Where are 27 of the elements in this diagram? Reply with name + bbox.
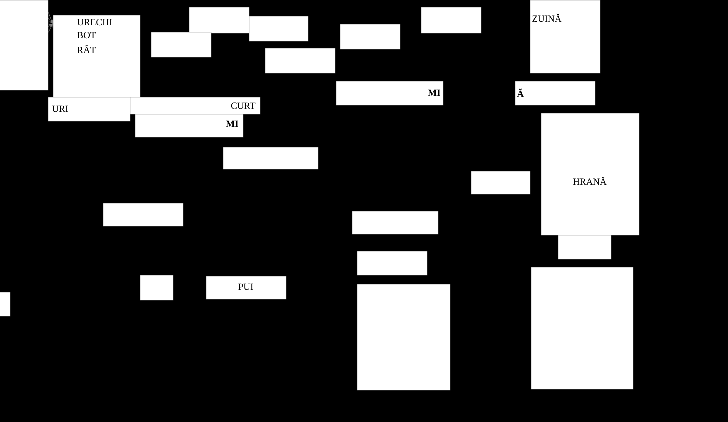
empty-box [558, 234, 612, 260]
empty-box [151, 32, 212, 58]
empty-box [140, 274, 174, 301]
text-box: MI [135, 114, 244, 138]
text-box: URI [48, 97, 131, 122]
empty-box [531, 267, 634, 390]
empty-box [357, 284, 451, 391]
text-box: ZUINĂ [530, 0, 601, 74]
text-box: PUI [206, 276, 287, 300]
empty-box [421, 7, 482, 34]
empty-box [471, 170, 531, 195]
empty-box [352, 210, 439, 235]
empty-box [0, 0, 49, 91]
text-box: MI [336, 81, 444, 106]
text-box: Ă [515, 81, 596, 106]
text-box: CURT [130, 97, 261, 115]
empty-box [223, 146, 319, 170]
empty-box [265, 48, 336, 74]
empty-box [357, 250, 428, 276]
empty-box [189, 7, 250, 34]
arrow [48, 24, 53, 27]
empty-box [249, 16, 309, 42]
empty-box [340, 24, 401, 50]
arrow [48, 12, 53, 24]
empty-box [103, 202, 184, 227]
empty-box [0, 292, 11, 317]
arrow [48, 24, 53, 33]
